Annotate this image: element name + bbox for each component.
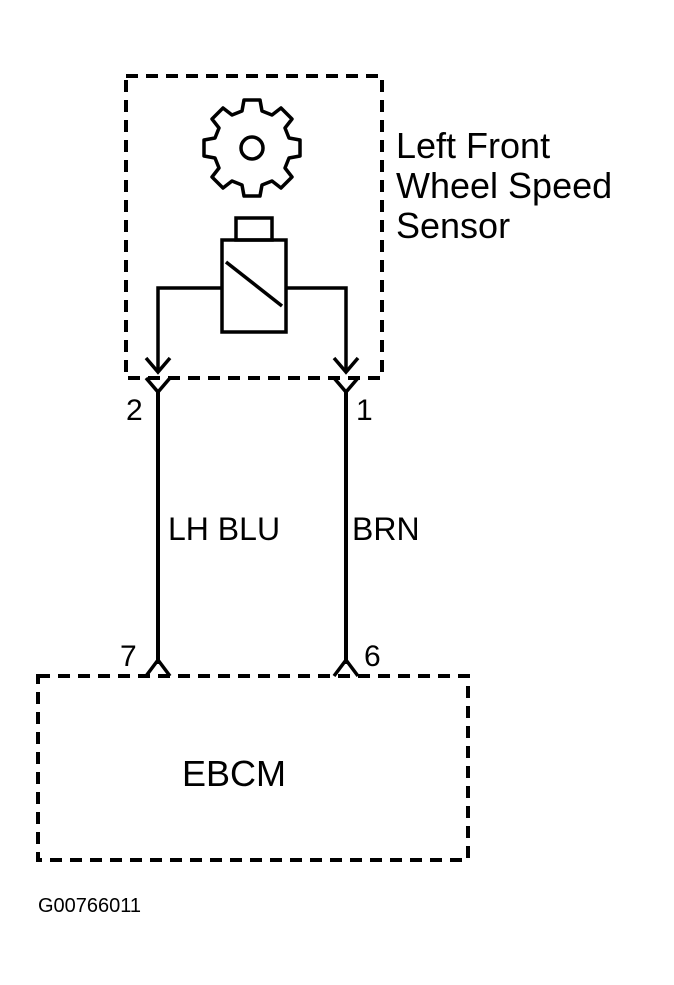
wire-label-lh-blu: LH BLU [168,511,280,547]
figure-id: G00766011 [38,895,141,917]
sensor-coil-icon [220,216,288,334]
pin-number-1: 1 [356,394,373,427]
wire-label-brn: BRN [352,511,420,547]
sensor-label-line-3: Sensor [396,205,510,246]
module-connector-pin-7 [144,657,172,678]
sensor-leads [156,286,348,372]
pin-number-6: 6 [364,640,381,673]
module-connector-pin-6 [332,657,360,678]
pin-number-2: 2 [126,394,143,427]
sensor-enclosure [124,74,384,380]
ebcm-label: EBCM [182,753,286,794]
gear-icon [202,98,302,198]
pin-number-7: 7 [120,640,137,673]
ebcm-box [36,674,470,862]
sensor-label-line-1: Left Front [396,125,550,166]
sensor-label-line-2: Wheel Speed [396,165,612,206]
